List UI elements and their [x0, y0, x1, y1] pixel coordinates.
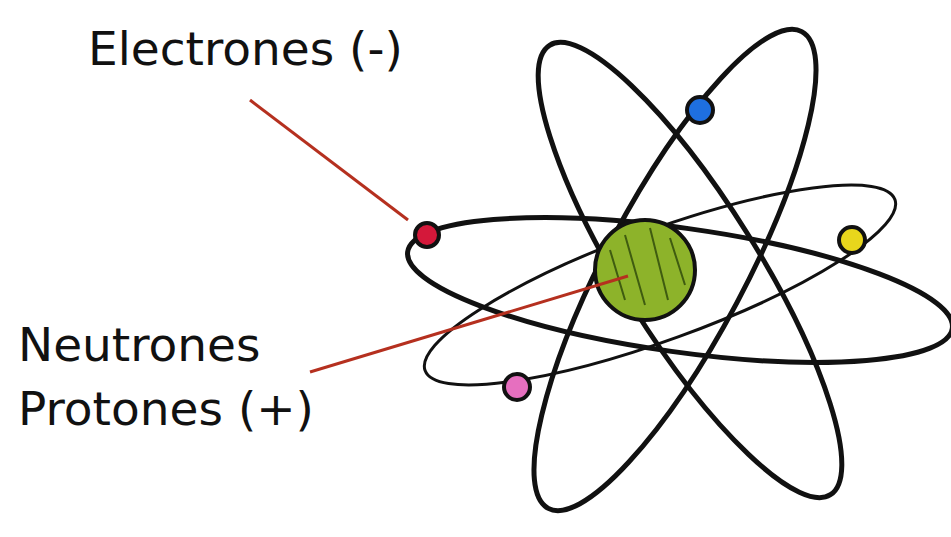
- electron: [415, 223, 439, 247]
- orbit: [406, 148, 913, 422]
- nucleus: [595, 220, 695, 320]
- leader-line: [310, 276, 628, 372]
- part-label: Neutrones: [18, 318, 261, 372]
- part-label: Electrones (-): [88, 22, 403, 76]
- part-label: Protones (+): [18, 382, 314, 436]
- electron: [687, 97, 713, 123]
- orbit: [486, 0, 863, 537]
- leader-line: [250, 100, 408, 220]
- nucleus-hatching: [610, 228, 685, 305]
- electron: [504, 374, 530, 400]
- electron: [839, 227, 865, 253]
